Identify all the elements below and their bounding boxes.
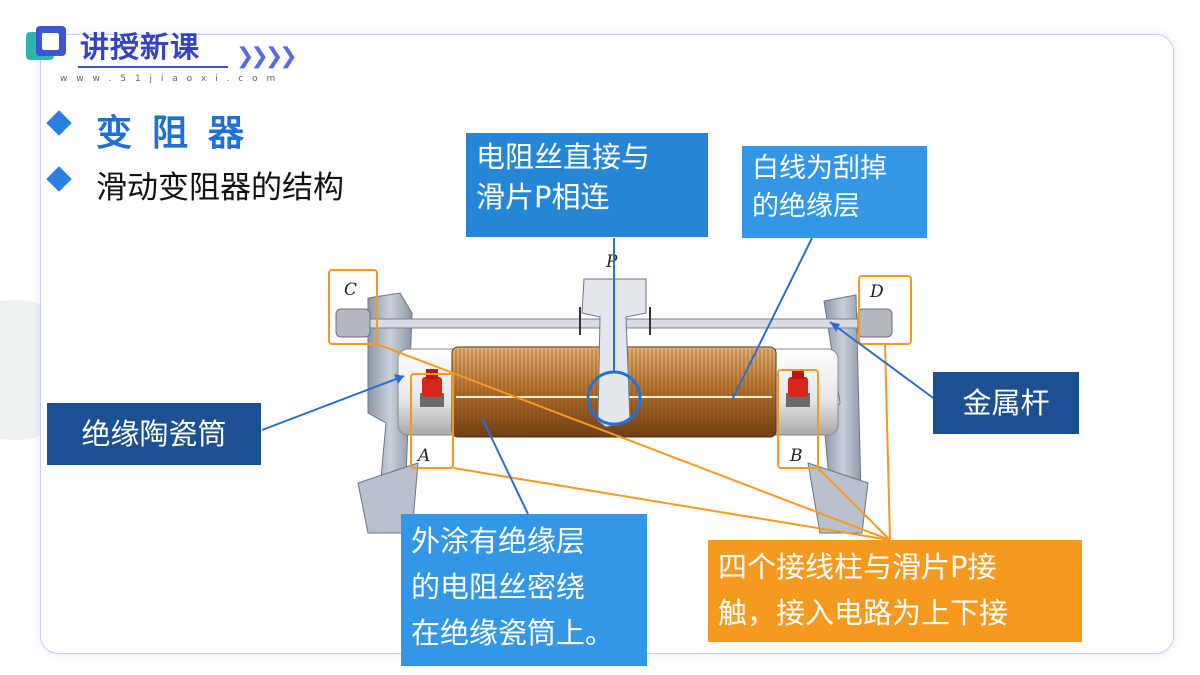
slider-contact-circle	[586, 370, 642, 426]
label-wire-direct: 电阻丝直接与 滑片P相连	[466, 133, 708, 237]
section-subtitle: 滑动变阻器的结构	[96, 170, 344, 206]
label-line: 的绝缘层	[752, 191, 860, 222]
label-line: 的电阻丝密绕	[411, 570, 586, 604]
rheostat-figure: P C D A B	[328, 243, 902, 540]
highlight-a	[410, 373, 454, 469]
label-line: 触，接入电路为上下接	[718, 596, 1009, 630]
label-white-line: 白线为刮掉 的绝缘层	[742, 146, 927, 238]
brand-underline	[78, 66, 228, 68]
brand-url: w w w . 5 1 j i a o x i . c o m	[60, 74, 279, 84]
terminal-d-label: D	[869, 282, 884, 302]
label-line: 滑片P相连	[476, 180, 610, 214]
logo-icon	[26, 26, 66, 60]
label-line: 外涂有绝缘层	[411, 524, 586, 558]
label-line: 金属杆	[962, 386, 1050, 420]
terminal-c-knob	[335, 308, 371, 338]
chevrons-icon: ❯❯❯❯	[236, 44, 298, 69]
label-line: 在绝缘瓷筒上。	[411, 616, 615, 650]
page-title: 变阻器	[96, 113, 265, 154]
label-coated-wire: 外涂有绝缘层 的电阻丝密绕 在绝缘瓷筒上。	[401, 514, 647, 666]
terminal-a-label: A	[416, 446, 430, 466]
label-line: 白线为刮掉	[752, 153, 887, 184]
highlight-b	[777, 369, 819, 469]
label-line: 电阻丝直接与	[476, 140, 651, 174]
label-line: 绝缘陶瓷筒	[81, 417, 227, 451]
highlight-c	[328, 269, 378, 345]
label-metal-rod: 金属杆	[933, 372, 1079, 434]
terminal-b-post	[786, 369, 810, 407]
brand-title: 讲授新课	[80, 30, 201, 64]
highlight-d	[858, 275, 912, 345]
terminal-c-label: C	[344, 280, 357, 300]
label-line: 四个接线柱与滑片P接	[718, 550, 997, 584]
terminal-b-label: B	[789, 446, 803, 466]
label-four-terminals: 四个接线柱与滑片P接 触，接入电路为上下接	[708, 540, 1082, 642]
label-ceramic-tube: 绝缘陶瓷筒	[47, 403, 261, 465]
